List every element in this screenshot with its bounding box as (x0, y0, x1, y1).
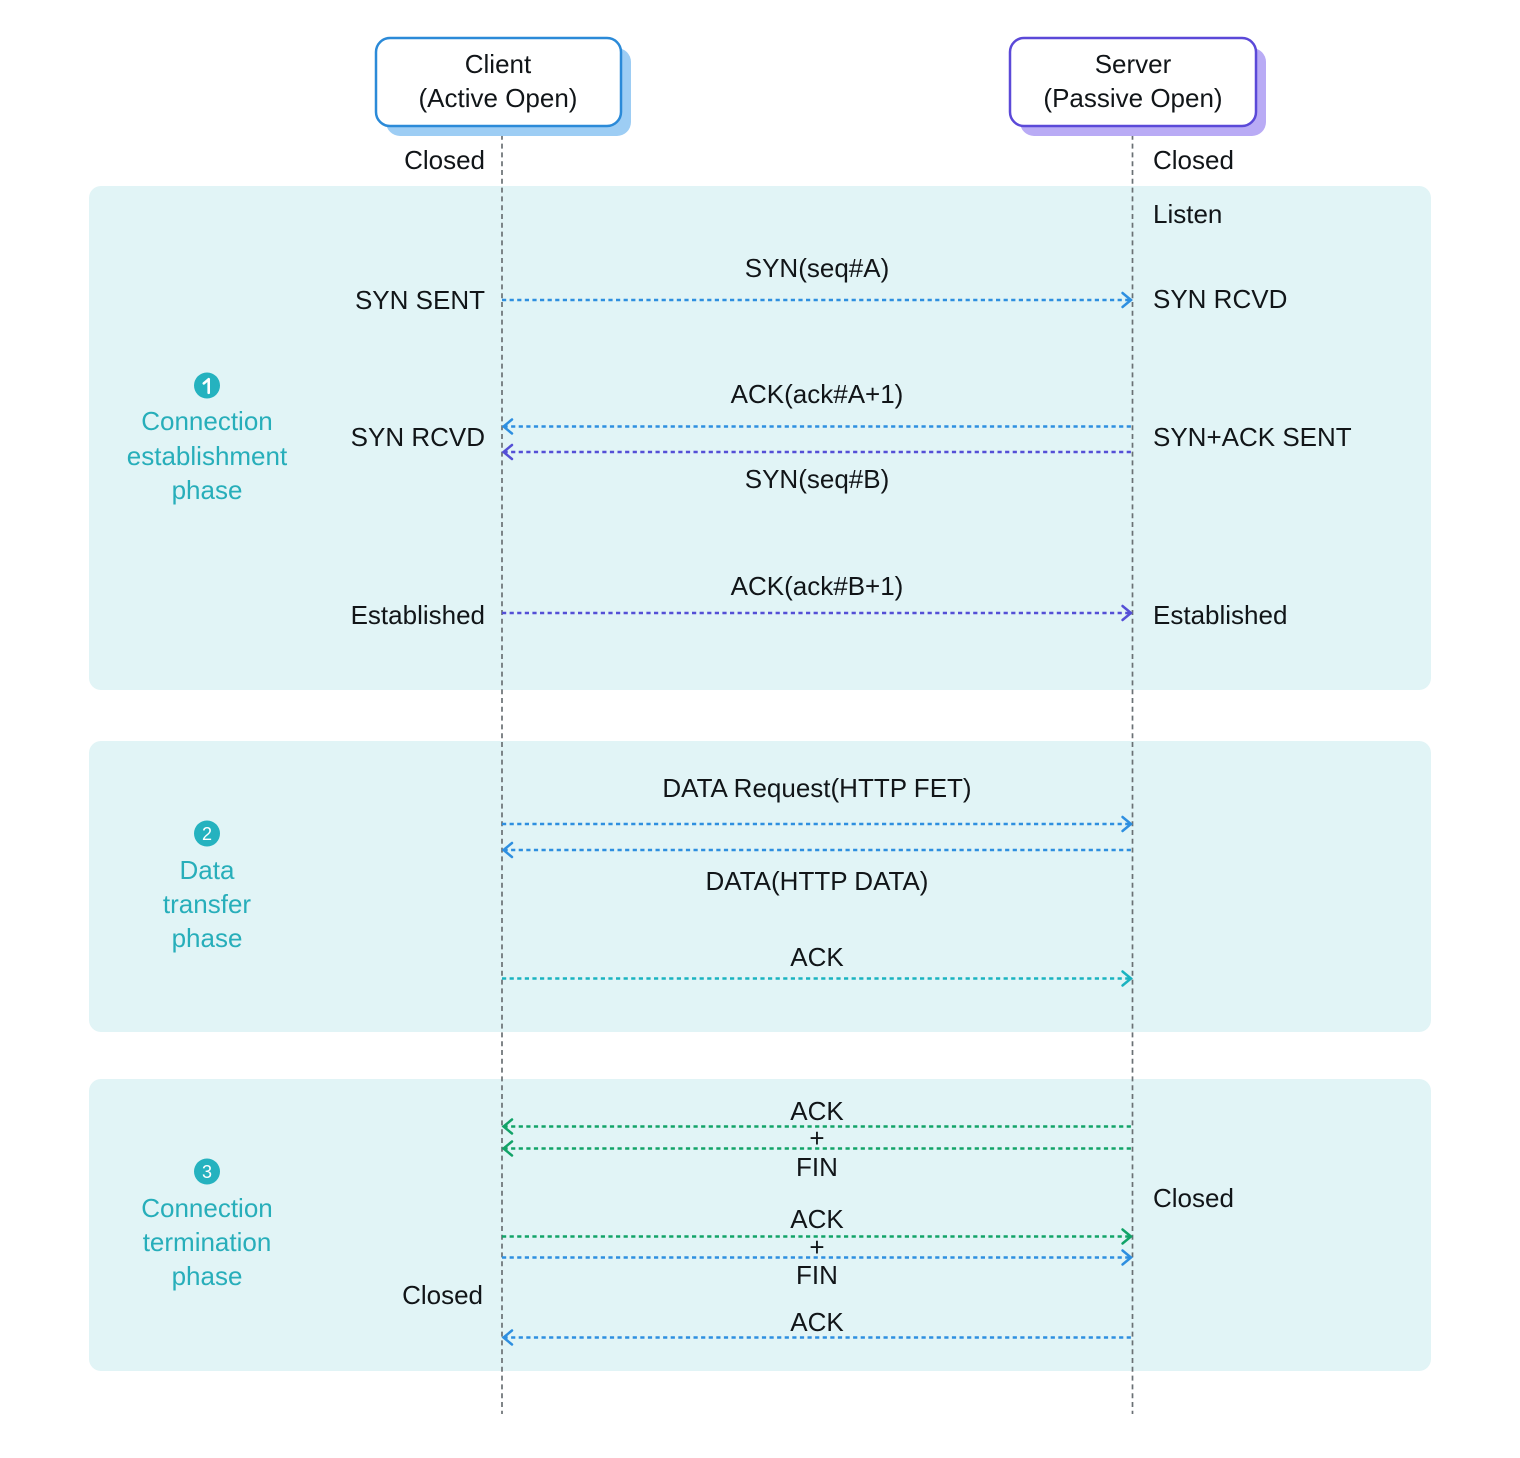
svg-text:phase: phase (172, 923, 243, 953)
svg-text:transfer: transfer (163, 889, 251, 919)
svg-text:+: + (809, 1232, 824, 1262)
svg-text:phase: phase (172, 475, 243, 505)
svg-text:ACK(ack#B+1): ACK(ack#B+1) (731, 571, 904, 601)
svg-text:ACK: ACK (790, 942, 844, 972)
svg-text:SYN(seq#A): SYN(seq#A) (745, 253, 890, 283)
svg-text:DATA Request(HTTP FET): DATA Request(HTTP FET) (662, 773, 971, 803)
svg-text:2: 2 (202, 824, 212, 844)
svg-text:Established: Established (351, 600, 485, 630)
svg-text:+: + (809, 1123, 824, 1153)
svg-text:SYN RCVD: SYN RCVD (1153, 284, 1287, 314)
svg-text:Closed: Closed (1153, 145, 1234, 175)
svg-text:DATA(HTTP DATA): DATA(HTTP DATA) (706, 866, 929, 896)
svg-text:FIN: FIN (796, 1152, 838, 1182)
svg-text:Server: Server (1095, 49, 1172, 79)
svg-text:(Active Open): (Active Open) (419, 83, 578, 113)
svg-text:Connection: Connection (141, 406, 273, 436)
svg-text:Closed: Closed (404, 145, 485, 175)
svg-text:SYN(seq#B): SYN(seq#B) (745, 464, 890, 494)
svg-text:Closed: Closed (402, 1280, 483, 1310)
svg-text:3: 3 (202, 1162, 212, 1182)
svg-text:Established: Established (1153, 600, 1287, 630)
svg-text:Listen: Listen (1153, 199, 1222, 229)
svg-text:termination: termination (143, 1227, 272, 1257)
svg-text:Connection: Connection (141, 1193, 273, 1223)
svg-text:establishment: establishment (127, 441, 288, 471)
svg-text:SYN RCVD: SYN RCVD (351, 422, 485, 452)
svg-text:ACK: ACK (790, 1307, 844, 1337)
svg-text:ACK: ACK (790, 1096, 844, 1126)
svg-text:SYN+ACK SENT: SYN+ACK SENT (1153, 422, 1352, 452)
svg-text:Closed: Closed (1153, 1183, 1234, 1213)
svg-text:ACK: ACK (790, 1204, 844, 1234)
svg-text:Data: Data (180, 855, 235, 885)
svg-text:Client: Client (465, 49, 532, 79)
svg-text:SYN SENT: SYN SENT (355, 285, 485, 315)
svg-text:(Passive Open): (Passive Open) (1043, 83, 1222, 113)
svg-text:ACK(ack#A+1): ACK(ack#A+1) (731, 379, 904, 409)
svg-text:FIN: FIN (796, 1260, 838, 1290)
svg-text:phase: phase (172, 1261, 243, 1291)
